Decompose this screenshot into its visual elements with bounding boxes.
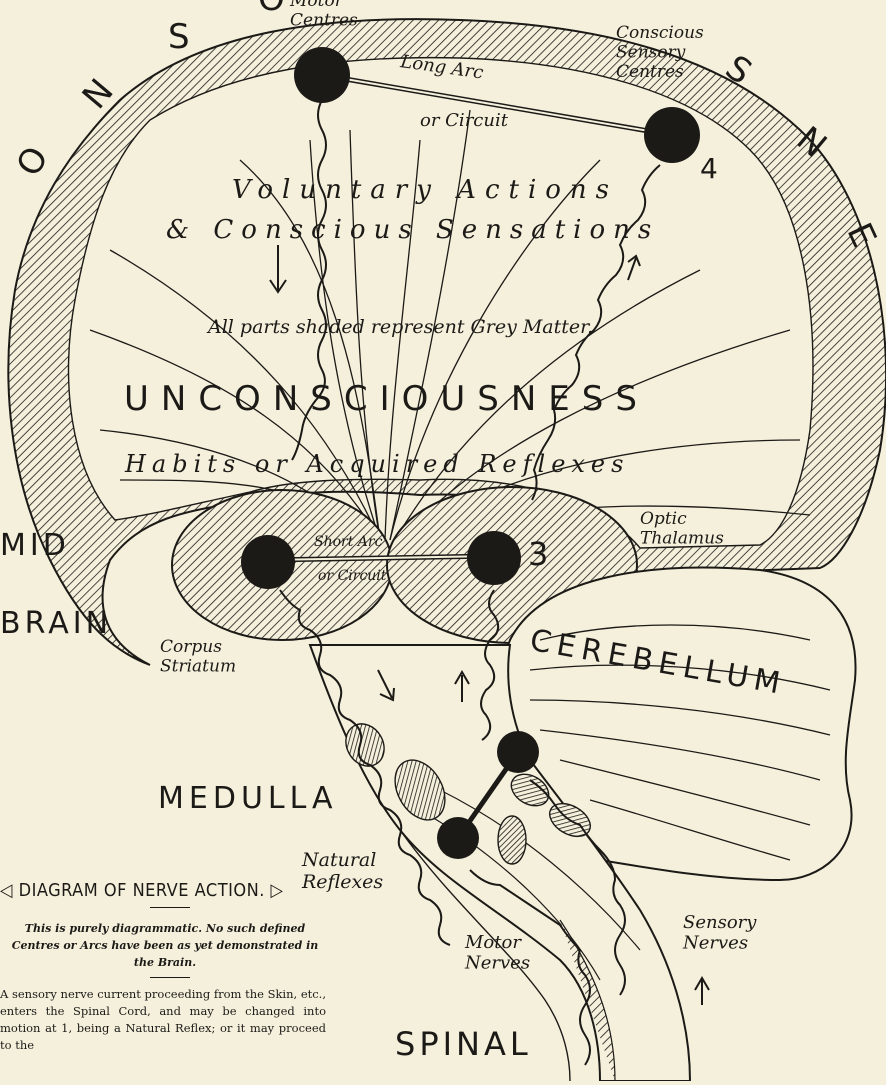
edge-letter: O <box>9 140 57 183</box>
label-short-arc: Short Arc <box>314 534 383 550</box>
label-mid: MID <box>0 528 70 563</box>
label-number-3: 3 <box>528 535 548 573</box>
medulla-node-lower <box>437 817 479 859</box>
label-or-circuit-short: or Circuit <box>318 568 387 584</box>
label-conscious-sensations: & Conscious Sensations <box>166 215 659 245</box>
label-medulla: MEDULLA <box>158 781 338 816</box>
edge-letter: O <box>258 0 285 19</box>
label-or-circuit-top: or Circuit <box>420 110 509 131</box>
medulla-node-upper <box>497 731 539 773</box>
divider <box>150 907 190 908</box>
striatum-node <box>241 535 295 589</box>
caption-note: This is purely diagrammatic. No such def… <box>0 920 330 971</box>
divider <box>150 977 190 978</box>
label-number-4: 4 <box>700 152 718 185</box>
label-spinal: SPINAL <box>395 1025 532 1063</box>
thalamus-node <box>467 531 521 585</box>
motor-centre-node <box>294 47 350 103</box>
label-brain: BRAIN <box>0 606 112 641</box>
label-unconsciousness: UNCONSCIOUSNESS <box>124 379 649 419</box>
caption-title: ◁ DIAGRAM OF NERVE ACTION. ▷ <box>0 880 340 901</box>
label-voluntary-actions: Voluntary Actions <box>232 175 618 205</box>
caption-body: A sensory nerve current proceeding from … <box>0 986 326 1054</box>
sensory-centre-node <box>644 107 700 163</box>
label-habits: Habits or Acquired Reflexes <box>124 450 629 478</box>
diagram-caption: ◁ DIAGRAM OF NERVE ACTION. ▷ This is pur… <box>0 880 340 1054</box>
edge-letter: S <box>168 17 190 57</box>
label-grey-matter-note: All parts shaded represent Grey Matter. <box>206 316 593 338</box>
